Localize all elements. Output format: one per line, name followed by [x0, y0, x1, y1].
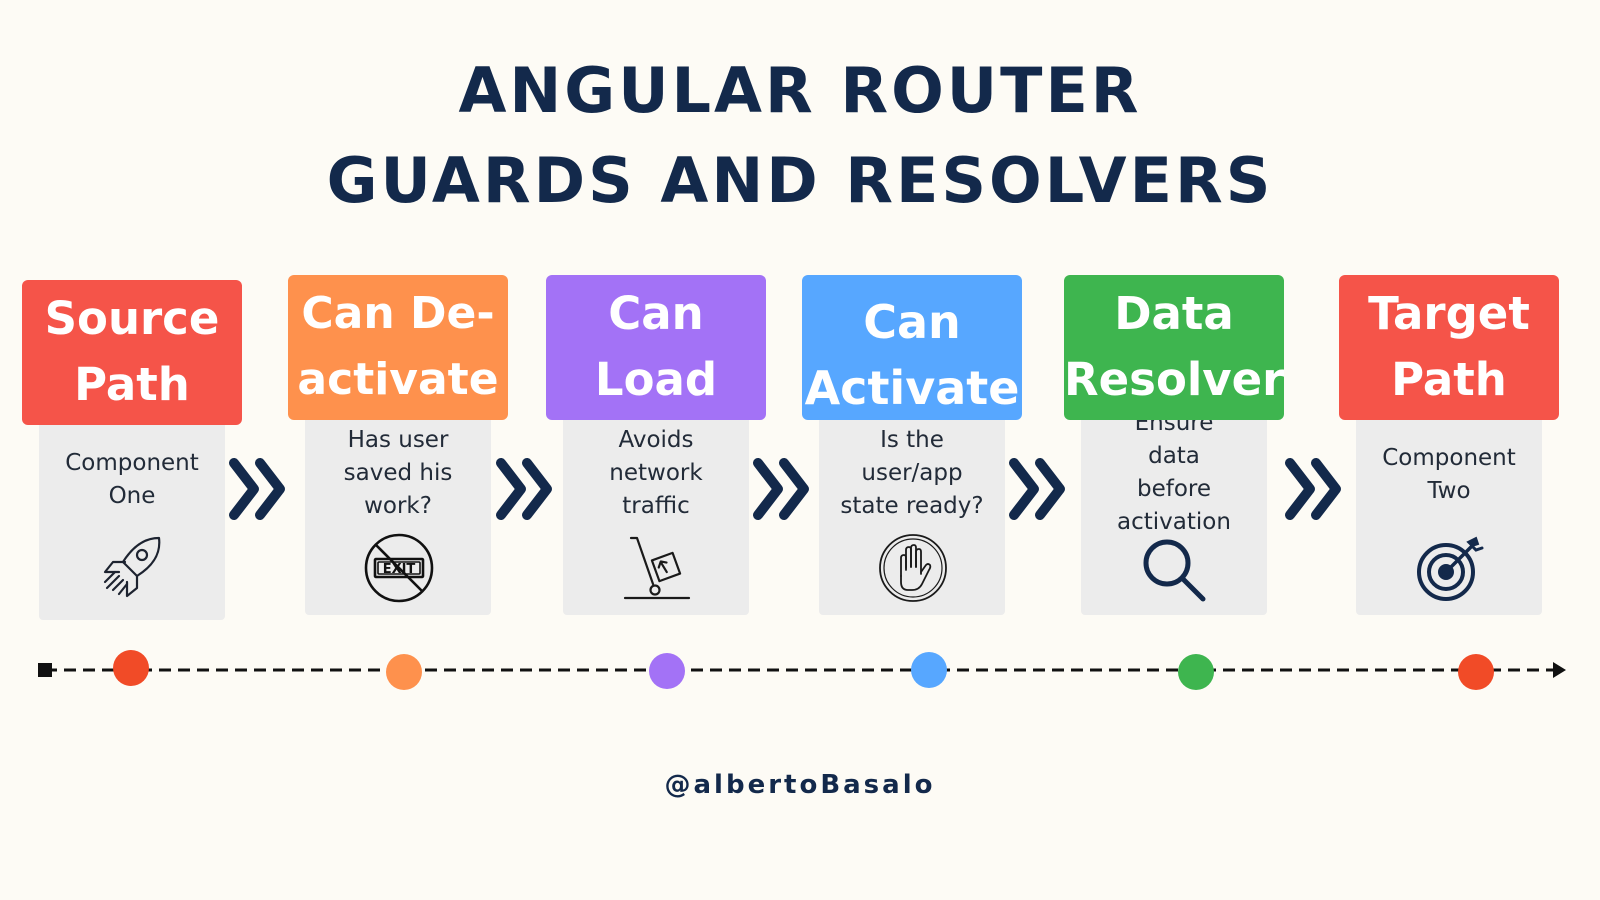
chevron-right-icon [496, 458, 552, 520]
chevron-right-icon [1285, 458, 1341, 520]
timeline-dot [1458, 654, 1494, 690]
stage-description: Has user saved his work? [343, 427, 453, 519]
stage-card: Ensure data before activation [1081, 410, 1267, 615]
stage-description: Avoids network traffic [609, 427, 703, 519]
stage-card: Avoids network traffic [563, 415, 749, 615]
stage-header-line: Data [1114, 287, 1234, 340]
rocket-icon [103, 536, 161, 598]
stage-card: Is the user/app state ready? [819, 415, 1005, 615]
stage-header-line: Path [1391, 353, 1507, 406]
stage-header: Source Path [22, 280, 242, 425]
stage-header: Target Path [1339, 275, 1559, 420]
stage-header-line: Can [863, 295, 961, 349]
stage-header: Can Activate [802, 275, 1022, 420]
timeline-arrow-icon [1553, 662, 1566, 678]
timeline-start-marker [38, 663, 52, 677]
stage-header-line: Can De- [301, 288, 495, 339]
chevron-right-icon [1009, 458, 1065, 520]
title-line-2: GUARDS AND RESOLVERS [326, 144, 1274, 217]
stage-card: Component One [39, 420, 225, 620]
stage-card: Component Two [1356, 415, 1542, 615]
no-exit-icon: EXIT [364, 533, 434, 603]
stage-header-line: Path [74, 358, 190, 411]
stage-card: Has user saved his work? EXIT [305, 415, 491, 615]
timeline-dot [911, 652, 947, 688]
stage-header: Data Resolver [1064, 275, 1284, 420]
stage-description: Is the user/app state ready? [840, 427, 984, 519]
timeline-dot [649, 653, 685, 689]
timeline-dot [386, 654, 422, 690]
stage-description: Component Two [1382, 445, 1516, 504]
author-handle: @albertoBasalo [664, 770, 936, 800]
stage-header-line: Activate [804, 361, 1020, 415]
stage-header-line: activate [297, 354, 499, 405]
stage-header-line: Can [608, 287, 704, 340]
stage-description: Ensure data before activation [1117, 410, 1231, 535]
stage-header-line: Resolver [1064, 353, 1284, 406]
timeline-dot [1178, 654, 1214, 690]
chevron-right-icon [753, 458, 809, 520]
magnifier-icon [1143, 539, 1206, 602]
stage-header: Can De- activate [288, 275, 508, 420]
timeline-dot [113, 650, 149, 686]
svg-text:EXIT: EXIT [383, 562, 416, 577]
title-line-1: ANGULAR ROUTER [458, 54, 1142, 127]
stage-description: Component One [65, 450, 199, 509]
stage-header-line: Target [1368, 287, 1530, 340]
stage-header-line: Source [44, 292, 220, 345]
hand-truck-icon [623, 536, 691, 600]
target-icon [1417, 536, 1484, 601]
stop-hand-icon [879, 534, 947, 602]
stage-header-line: Load [594, 353, 718, 406]
stage-header: Can Load [546, 275, 766, 420]
timeline [38, 650, 1566, 690]
chevron-right-icon [229, 458, 285, 520]
